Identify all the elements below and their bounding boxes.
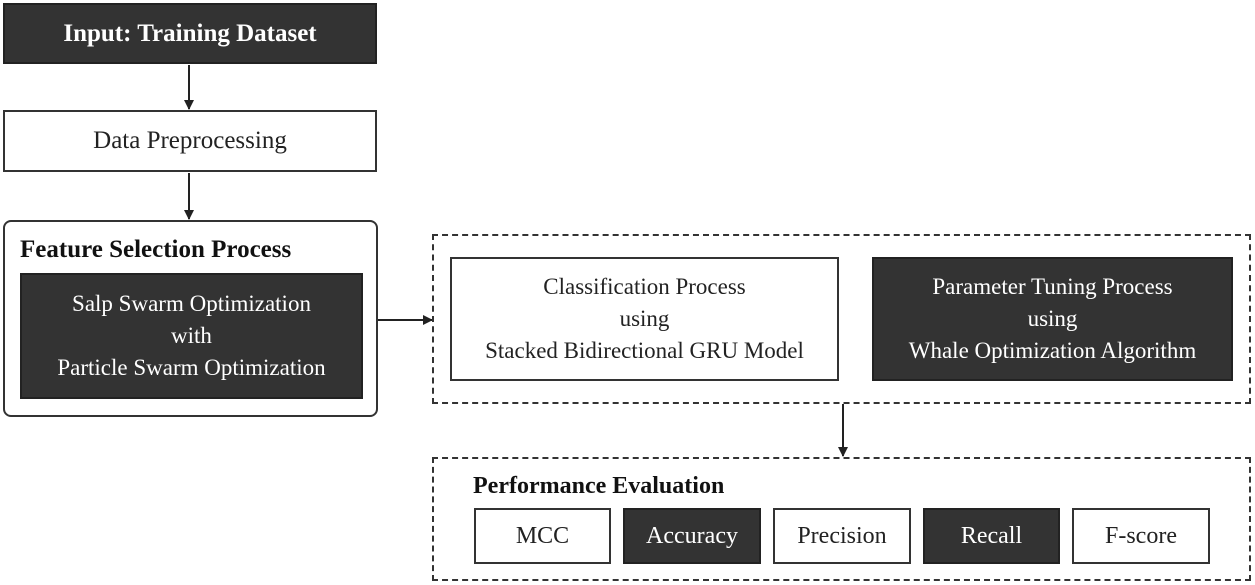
metric-mcc-label: MCC (515, 522, 570, 549)
preprocessing-node: Data Preprocessing (3, 110, 377, 172)
input-node: Input: Training Dataset (3, 3, 377, 64)
feature-selection-method: Salp Swarm Optimization with Particle Sw… (20, 273, 363, 399)
classification-line-2: using (619, 306, 670, 331)
feature-selection-title: Feature Selection Process (20, 236, 292, 263)
feature-selection-group: Feature Selection Process Salp Swarm Opt… (3, 220, 378, 417)
performance-title: Performance Evaluation (473, 473, 725, 499)
tuning-line-2: using (1027, 306, 1078, 331)
metric-precision-label: Precision (797, 522, 887, 549)
metric-accuracy-label: Accuracy (646, 522, 738, 549)
metric-mcc: MCC (474, 508, 611, 564)
input-label: Input: Training Dataset (63, 19, 317, 47)
metric-precision: Precision (773, 508, 911, 564)
tuning-line-3: Whale Optimization Algorithm (908, 338, 1197, 363)
feature-method-line-3: Particle Swarm Optimization (57, 355, 326, 380)
classification-node: Classification Process using Stacked Bid… (450, 257, 839, 381)
parameter-tuning-node: Parameter Tuning Process using Whale Opt… (872, 257, 1233, 381)
classification-line-3: Stacked Bidirectional GRU Model (485, 338, 804, 363)
metric-f-score: F-score (1072, 508, 1210, 564)
metric-recall-label: Recall (960, 522, 1023, 549)
feature-method-line-1: Salp Swarm Optimization (72, 291, 311, 316)
feature-method-line-2: with (171, 323, 212, 348)
classification-line-1: Classification Process (543, 274, 746, 299)
tuning-line-1: Parameter Tuning Process (932, 274, 1173, 299)
metric-accuracy: Accuracy (623, 508, 761, 564)
metric-recall: Recall (923, 508, 1060, 564)
preprocessing-label: Data Preprocessing (93, 127, 287, 154)
metric-f-score-label: F-score (1105, 522, 1177, 549)
